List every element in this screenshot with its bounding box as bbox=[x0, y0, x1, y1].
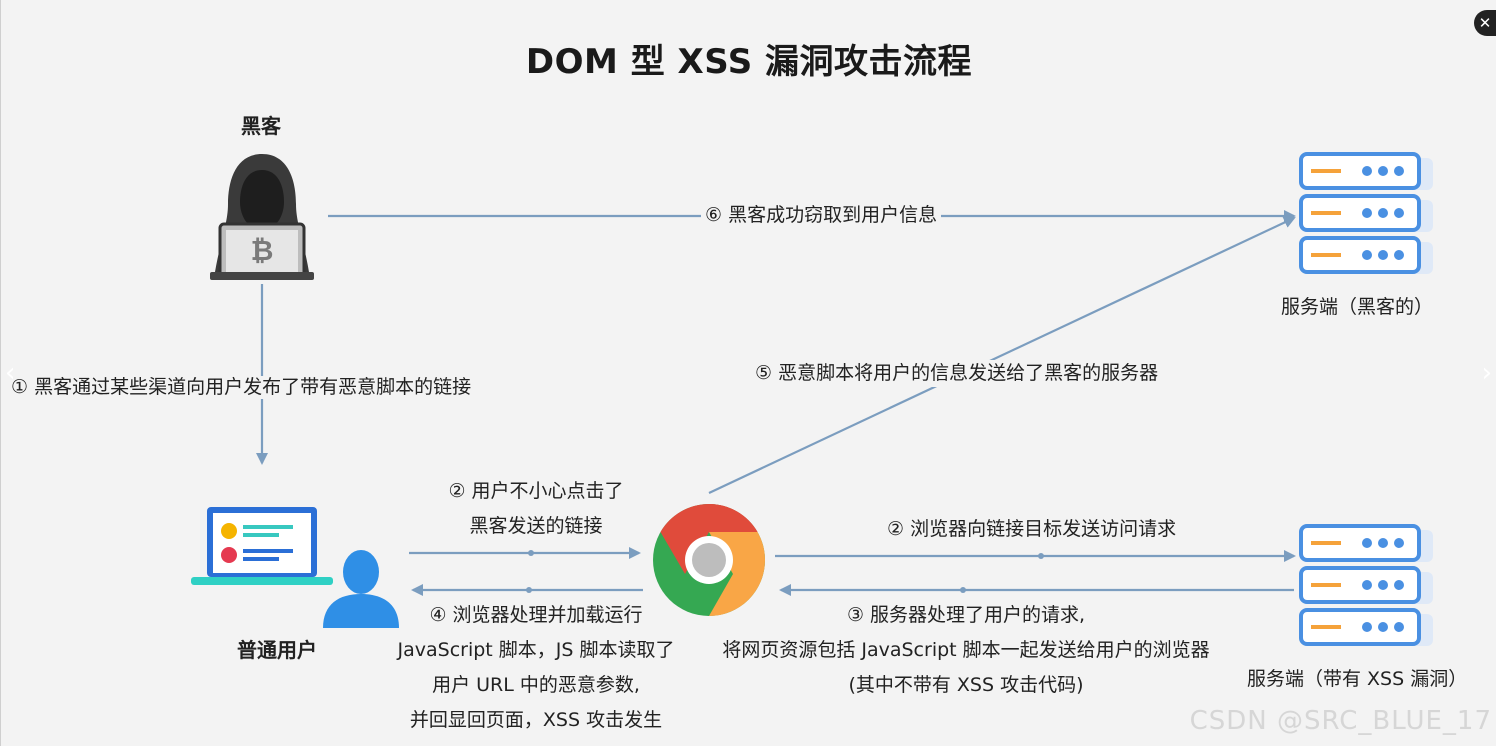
hacker-server-label: 服务端（黑客的） bbox=[1281, 296, 1434, 318]
step5-label: ⑤ 恶意脚本将用户的信息发送给了黑客的服务器 bbox=[753, 360, 1161, 387]
prev-arrow-icon[interactable]: ‹ bbox=[5, 358, 16, 388]
diagram-title: DOM 型 XSS 漏洞攻击流程 bbox=[525, 42, 973, 82]
laptop-icon bbox=[191, 507, 333, 585]
step2-user-label: ② 用户不小心点击了 黑客发送的链接 bbox=[421, 474, 651, 544]
chrome-icon bbox=[653, 504, 766, 616]
step3-line1: ③ 服务器处理了用户的请求, bbox=[846, 604, 1086, 626]
server-icon bbox=[1299, 524, 1433, 646]
hacker-icon: ₿ bbox=[210, 154, 314, 280]
vuln-server-label: 服务端（带有 XSS 漏洞） bbox=[1247, 668, 1468, 690]
arrow-step5 bbox=[708, 216, 1296, 494]
server-icon bbox=[1299, 152, 1433, 274]
step3-line3: (其中不带有 XSS 攻击代码) bbox=[848, 674, 1084, 696]
hacker-label: 黑客 bbox=[241, 114, 281, 138]
user-icon bbox=[323, 550, 399, 628]
step2-browser-label: ② 浏览器向链接目标发送访问请求 bbox=[887, 518, 1177, 540]
watermark: CSDN @SRC_BLUE_17 bbox=[1189, 706, 1492, 736]
step4-line3: 用户 URL 中的恶意参数, bbox=[432, 674, 640, 696]
close-icon[interactable]: ✕ bbox=[1474, 10, 1496, 36]
step4-label: ④ 浏览器处理并加载运行 JavaScript 脚本，JS 脚本读取了 用户 U… bbox=[381, 598, 691, 738]
step3-line2: 将网页资源包括 JavaScript 脚本一起发送给用户的浏览器 bbox=[722, 639, 1210, 661]
step4-line4: 并回显回页面，XSS 攻击发生 bbox=[409, 709, 663, 731]
step4-line1: ④ 浏览器处理并加载运行 bbox=[429, 604, 643, 626]
step1-label: ① 黑客通过某些渠道向用户发布了带有恶意脚本的链接 bbox=[11, 376, 472, 399]
user-label: 普通用户 bbox=[237, 638, 317, 662]
step4-line2: JavaScript 脚本，JS 脚本读取了 bbox=[397, 639, 675, 661]
step2-user-line2: 黑客发送的链接 bbox=[469, 515, 603, 537]
step2-user-line1: ② 用户不小心点击了 bbox=[448, 480, 624, 502]
step6-label: ⑥ 黑客成功窃取到用户信息 bbox=[701, 206, 942, 225]
step3-label: ③ 服务器处理了用户的请求, 将网页资源包括 JavaScript 脚本一起发送… bbox=[691, 598, 1241, 703]
next-arrow-icon[interactable]: › bbox=[1481, 358, 1492, 388]
svg-text:₿: ₿ bbox=[251, 234, 274, 267]
